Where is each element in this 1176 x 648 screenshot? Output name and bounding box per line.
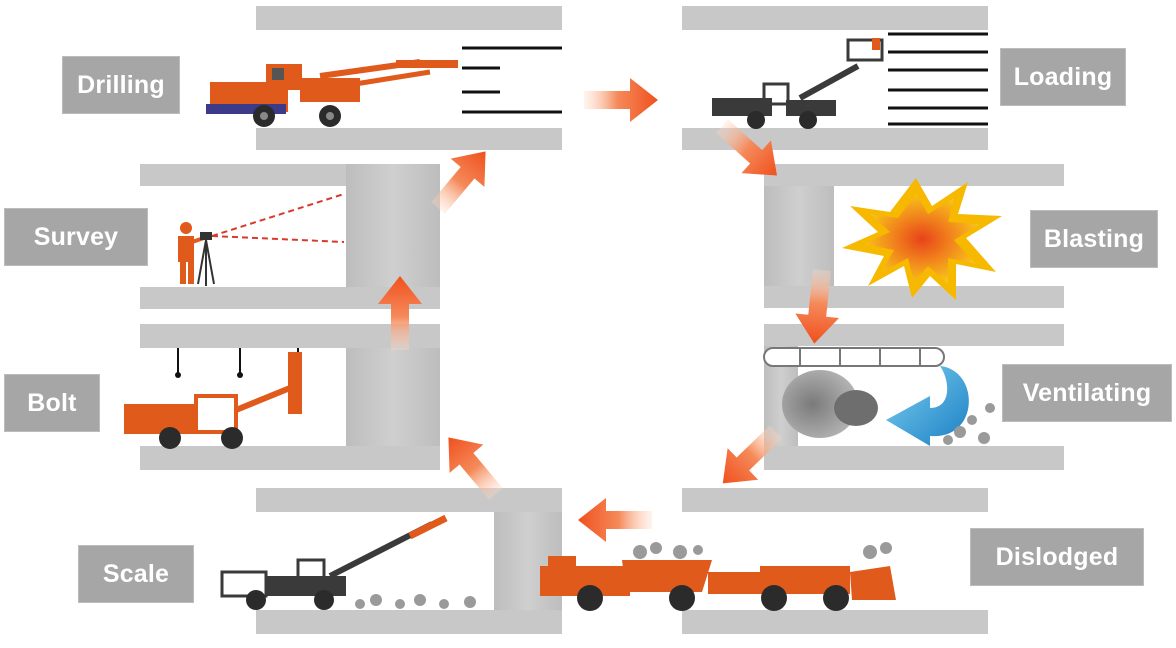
arrow-drilling-to-loading <box>584 78 658 122</box>
scaling-rig-icon <box>220 514 476 610</box>
arrow-loading-to-blasting <box>715 119 777 176</box>
arrow-bolt-to-survey <box>378 276 422 350</box>
explosion-icon <box>842 178 1002 300</box>
drill-rig-icon <box>206 59 458 127</box>
tunnel-walls <box>140 6 1064 634</box>
label-loading: Loading <box>1000 48 1126 106</box>
arrow-ventilating-to-dislodged <box>722 425 783 484</box>
label-drilling: Drilling <box>62 56 180 114</box>
label-bolt: Bolt <box>4 374 100 432</box>
arrow-survey-to-drilling <box>431 151 486 214</box>
label-dislodged: Dislodged <box>970 528 1144 586</box>
ventilation-icon <box>763 347 995 446</box>
cycle-arrows <box>378 78 840 542</box>
bolting-rig-icon <box>124 348 302 449</box>
label-scale: Scale <box>78 545 194 603</box>
label-blasting: Blasting <box>1030 210 1158 268</box>
arrow-dislodged-to-scale <box>578 498 652 542</box>
drill-holes <box>462 46 562 114</box>
label-ventilating: Ventilating <box>1002 364 1172 422</box>
charged-holes <box>888 32 988 126</box>
loader-truck-icon <box>540 542 896 611</box>
surveyor-icon <box>178 193 345 286</box>
label-survey: Survey <box>4 208 148 266</box>
arrow-scale-to-bolt <box>448 437 503 500</box>
charging-rig-icon <box>712 38 884 129</box>
arrow-blasting-to-ventilating <box>795 269 840 344</box>
